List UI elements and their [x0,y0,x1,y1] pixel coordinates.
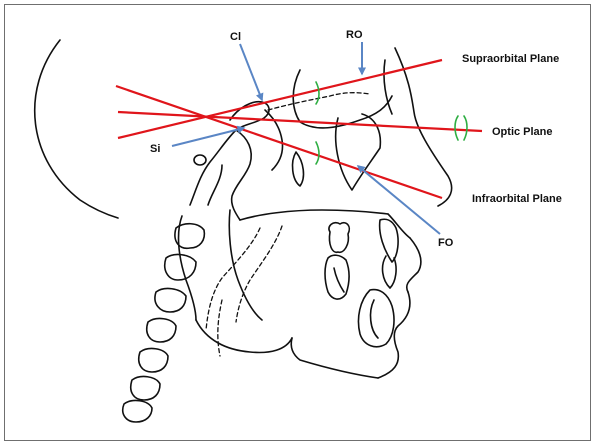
label-fo: FO [438,237,454,249]
optic-left-tick [455,116,458,140]
fo-arrow [358,166,440,234]
label-infraorbital-plane: Infraorbital Plane [472,193,562,205]
label-ci: Cl [230,31,241,43]
upper-angle-tick [316,82,319,104]
optic-right-tick [464,116,467,140]
labels: Cl RO Si FO Supraorbital Plane Optic Pla… [150,29,562,249]
reference-planes [116,60,482,198]
si-arrow [172,128,244,146]
label-supraorbital-plane: Supraorbital Plane [462,53,559,65]
label-si: Si [150,143,160,155]
infraorbital-plane-line [116,86,442,198]
label-optic-plane: Optic Plane [492,126,553,138]
skull-outline [35,40,452,378]
label-ro: RO [346,29,363,41]
ci-arrow [240,44,262,100]
cervical-vertebrae [123,224,205,422]
lower-angle-tick [316,142,319,164]
optic-plane-line [118,112,482,131]
